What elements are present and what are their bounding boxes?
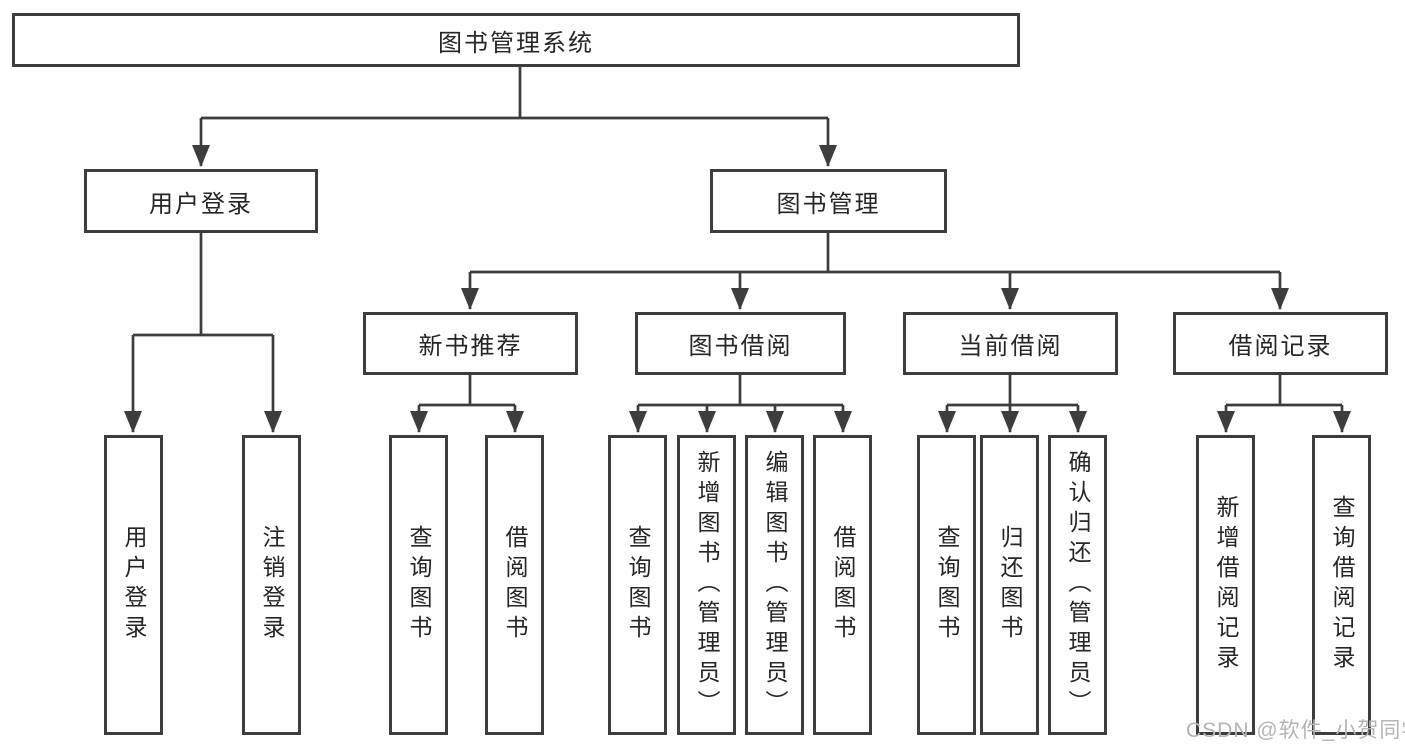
node-root: 图书管理系统 — [12, 13, 1020, 67]
leaf-query-books-recommend: 查询图书 — [389, 435, 448, 735]
leaf-borrow-books-borrowing-label: 借阅图书 — [830, 525, 856, 645]
leaf-user-login: 用户登录 — [104, 435, 163, 735]
leaf-confirm-return-admin-label: 确认归还（管理员） — [1065, 450, 1091, 720]
connector-user-login-to-leaves — [124, 233, 282, 433]
connector-book-borrowing-to-leaves — [629, 375, 852, 433]
leaf-borrow-books-recommend: 借阅图书 — [485, 435, 544, 735]
node-book-management-label: 图书管理 — [776, 190, 881, 218]
node-book-borrowing-label: 图书借阅 — [688, 333, 793, 360]
leaf-query-borrow-record: 查询借阅记录 — [1312, 435, 1371, 735]
connector-current-borrowing-to-leaves — [938, 375, 1087, 433]
node-book-borrowing: 图书借阅 — [635, 312, 846, 375]
node-user-login: 用户登录 — [84, 169, 318, 233]
leaf-query-books-borrowing-label: 查询图书 — [625, 525, 651, 645]
watermark-text: CSDN @软件_小贺同学 — [1186, 719, 1405, 742]
leaf-edit-books-admin-label: 编辑图书（管理员） — [762, 450, 788, 720]
leaf-query-books-borrowing: 查询图书 — [608, 435, 667, 735]
node-current-borrowing: 当前借阅 — [903, 312, 1118, 375]
leaf-add-borrow-record-label: 新增借阅记录 — [1213, 495, 1239, 675]
leaf-add-books-admin: 新增图书（管理员） — [677, 435, 736, 735]
node-borrowing-records-label: 借阅记录 — [1228, 333, 1333, 360]
leaf-add-books-admin-label: 新增图书（管理员） — [694, 450, 720, 720]
node-root-label: 图书管理系统 — [438, 29, 594, 57]
leaf-query-books-recommend-label: 查询图书 — [406, 525, 432, 645]
leaf-borrow-books-recommend-label: 借阅图书 — [502, 525, 528, 645]
leaf-query-borrow-record-label: 查询借阅记录 — [1329, 495, 1355, 675]
node-borrowing-records: 借阅记录 — [1173, 312, 1388, 375]
leaf-return-books-label: 归还图书 — [997, 525, 1023, 645]
leaf-return-books: 归还图书 — [980, 435, 1039, 735]
node-user-login-label: 用户登录 — [149, 190, 253, 218]
leaf-logout: 注销登录 — [242, 435, 301, 735]
leaf-confirm-return-admin: 确认归还（管理员） — [1048, 435, 1107, 735]
connector-borrowing-records-to-leaves — [1217, 375, 1351, 433]
node-new-book-recommend: 新书推荐 — [363, 312, 578, 375]
node-current-borrowing-label: 当前借阅 — [958, 333, 1063, 360]
connector-root-to-level2 — [192, 67, 837, 167]
connector-book-management-to-level3 — [461, 233, 1289, 310]
leaf-user-login-label: 用户登录 — [121, 525, 147, 645]
leaf-query-books-current-label: 查询图书 — [934, 525, 960, 645]
connector-new-book-recommend-to-leaves — [410, 375, 524, 433]
node-new-book-recommend-label: 新书推荐 — [418, 333, 523, 360]
leaf-edit-books-admin: 编辑图书（管理员） — [745, 435, 804, 735]
node-book-management: 图书管理 — [710, 169, 947, 233]
leaf-add-borrow-record: 新增借阅记录 — [1196, 435, 1255, 735]
leaf-logout-label: 注销登录 — [259, 525, 285, 645]
leaf-borrow-books-borrowing: 借阅图书 — [813, 435, 872, 735]
leaf-query-books-current: 查询图书 — [917, 435, 976, 735]
